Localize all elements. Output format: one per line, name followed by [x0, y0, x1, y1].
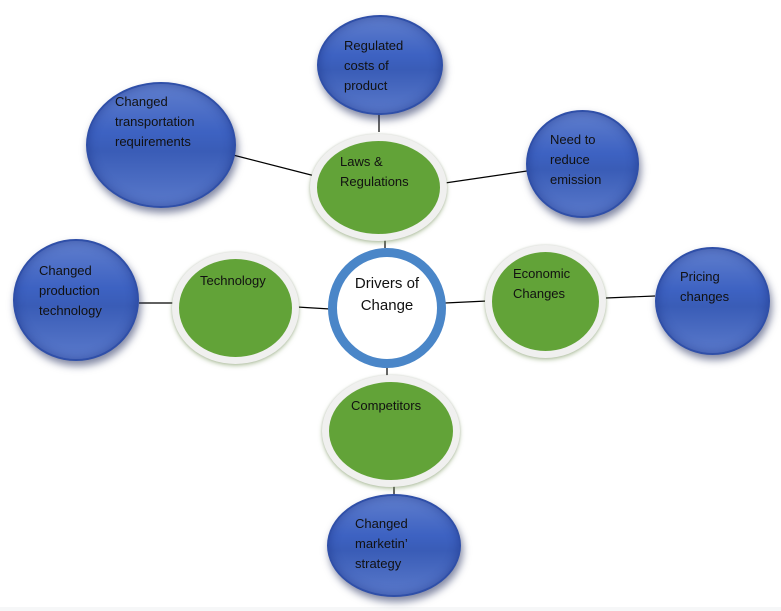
connector-center-economic: [444, 300, 488, 304]
driver-node-label: Technology: [200, 273, 266, 288]
center-node-drivers-of-change[interactable]: Drivers of Change: [328, 248, 446, 368]
connector-center-technology: [296, 306, 331, 310]
effect-node-label: Need to reduce emission: [550, 132, 602, 187]
bottom-edge: [0, 607, 781, 611]
driver-node-laws-regulations[interactable]: Laws & Regulations: [310, 134, 447, 241]
driver-node-label: Laws & Regulations: [340, 154, 409, 189]
connector-laws-transportation: [232, 154, 316, 177]
driver-node-label: Economic Changes: [513, 266, 571, 301]
effect-node-label: Changed transportation requirements: [115, 94, 195, 149]
driver-node-technology[interactable]: Technology: [172, 252, 299, 364]
connector-laws-emission: [444, 170, 528, 184]
effect-node-label: Changed marketin’ strategy: [355, 516, 408, 571]
driver-node-economic-changes[interactable]: Economic Changes: [485, 245, 606, 358]
driver-node-competitors[interactable]: Competitors: [322, 375, 460, 487]
effect-node-emission[interactable]: Need to reduce emission: [526, 110, 639, 218]
effect-node-label: Pricing changes: [680, 269, 730, 304]
effect-node-transportation[interactable]: Changed transportation requirements: [86, 82, 236, 208]
effect-node-marketing[interactable]: Changed marketin’ strategy: [327, 494, 461, 597]
center-node-label: Drivers of Change: [354, 275, 420, 314]
connector-economic-pricing: [605, 295, 656, 299]
effect-node-production-tech[interactable]: Changed production technology: [13, 239, 139, 361]
driver-node-label: Competitors: [351, 398, 422, 413]
effect-node-regulated-costs[interactable]: Regulated costs of product: [317, 15, 443, 115]
effect-node-label: Regulated costs of product: [344, 38, 404, 93]
effect-node-label: Changed production technology: [39, 263, 102, 318]
effect-node-pricing[interactable]: Pricing changes: [655, 247, 770, 355]
